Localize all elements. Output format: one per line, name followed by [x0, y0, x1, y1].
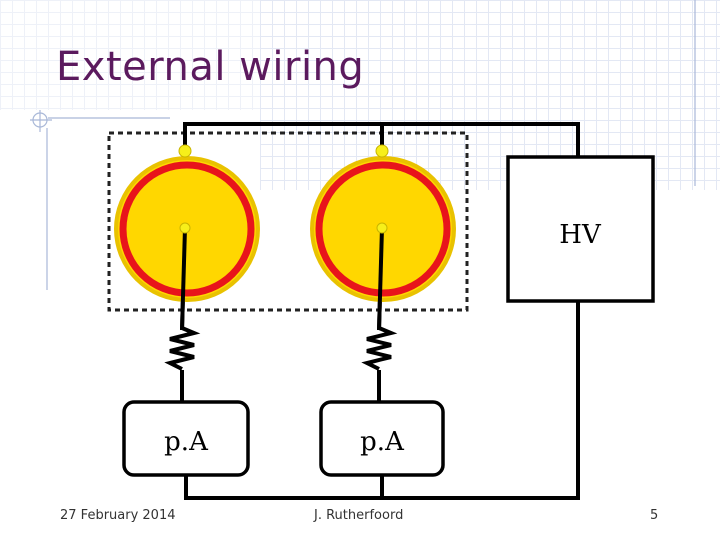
meter-right-box: [319, 400, 445, 477]
connectors: [178, 144, 389, 234]
meter-left-box: [122, 400, 250, 477]
slide-title: External wiring: [56, 44, 365, 90]
connector-signal-left: [179, 222, 191, 234]
page-number: 5: [650, 508, 659, 523]
meter-left-label: p.A: [164, 427, 209, 457]
decorative-lines: [30, 0, 696, 290]
dashed-enclosure: [107, 131, 469, 312]
connector-hv-left: [178, 144, 192, 158]
resistor-right: [361, 326, 398, 371]
footer-author: J. Rutherfoord: [314, 508, 404, 523]
connector-hv-right: [375, 144, 389, 158]
meter-right-label: p.A: [360, 427, 405, 457]
background-grid-left: [0, 0, 260, 110]
resistor-left: [164, 326, 201, 371]
connector-signal-right: [376, 222, 388, 234]
hv-supply-box: [506, 155, 655, 303]
signal-wires: [180, 227, 384, 331]
footer-date: 27 February 2014: [60, 508, 176, 523]
hv-label: HV: [559, 220, 602, 250]
